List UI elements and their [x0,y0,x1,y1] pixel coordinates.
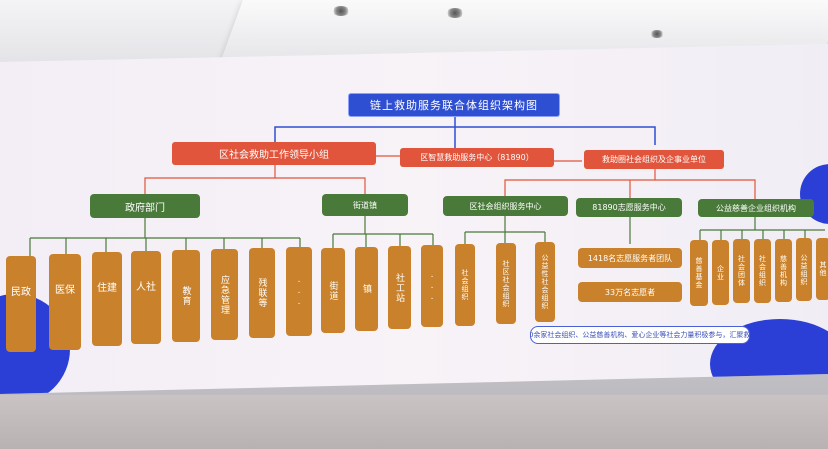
gov-dept-column: 残联等 [249,248,275,338]
enterprise-column: 社会团体 [733,239,750,303]
chart-title: 链上救助服务联合体组织架构图 [348,93,560,117]
social-organizations-box: 救助圈社会组织及企事业单位 [584,150,724,169]
social-org-column: 公益性社会组织 [535,242,555,322]
enterprise-column: 其他 [816,238,828,300]
enterprise-column: 社会组织 [754,239,771,303]
social-org-column: 社区社会组织 [496,243,516,324]
gov-dept-column: 医保 [49,254,81,350]
led-display-screen: 链上救助服务联合体组织架构图 区社会救助工作领导小组 区智慧救助服务中心（818… [0,44,828,394]
government-departments-box: 政府部门 [90,194,200,218]
gov-dept-column: 住建 [92,252,122,346]
volunteer-team-box: 1418名志愿服务者团队 [578,248,682,268]
ceiling-light [650,30,664,38]
social-org-column: 社会组织 [455,244,475,326]
gov-dept-column: ... [286,247,312,336]
street-column: 街道 [321,248,345,333]
leadership-group-box: 区社会救助工作领导小组 [172,142,376,165]
smart-rescue-center-box: 区智慧救助服务中心（81890） [400,148,554,167]
charity-enterprise-box: 公益慈善企业组织机构 [698,199,814,217]
street-column: 社工站 [388,246,411,329]
ceiling-light [446,8,464,18]
street-column: ... [421,245,443,327]
social-org-service-center-box: 区社会组织服务中心 [443,196,568,216]
floor [0,395,828,449]
street-column: 镇 [355,247,378,331]
volunteer-center-81890-box: 81890志愿服务中心 [576,198,682,217]
gov-dept-column: 民政 [6,256,36,352]
volunteers-box: 33万名志愿者 [578,282,682,302]
gov-dept-column: 教育 [172,250,200,342]
connector-lines [29,116,825,256]
street-town-box: 街道镇 [322,194,408,216]
enterprise-column: 慈善基金 [690,240,708,306]
summary-note: 近4000余家社会组织、公益慈善机构、爱心企业等社会力量积极参与，汇聚救助资源 [530,326,750,344]
enterprise-column: 慈善机构 [775,239,792,302]
enterprise-column: 企业 [712,240,729,305]
gov-dept-column: 应急管理 [211,249,238,340]
ceiling-light [332,6,350,16]
gov-dept-column: 人社 [131,251,161,344]
enterprise-column: 公益组织 [796,238,812,301]
